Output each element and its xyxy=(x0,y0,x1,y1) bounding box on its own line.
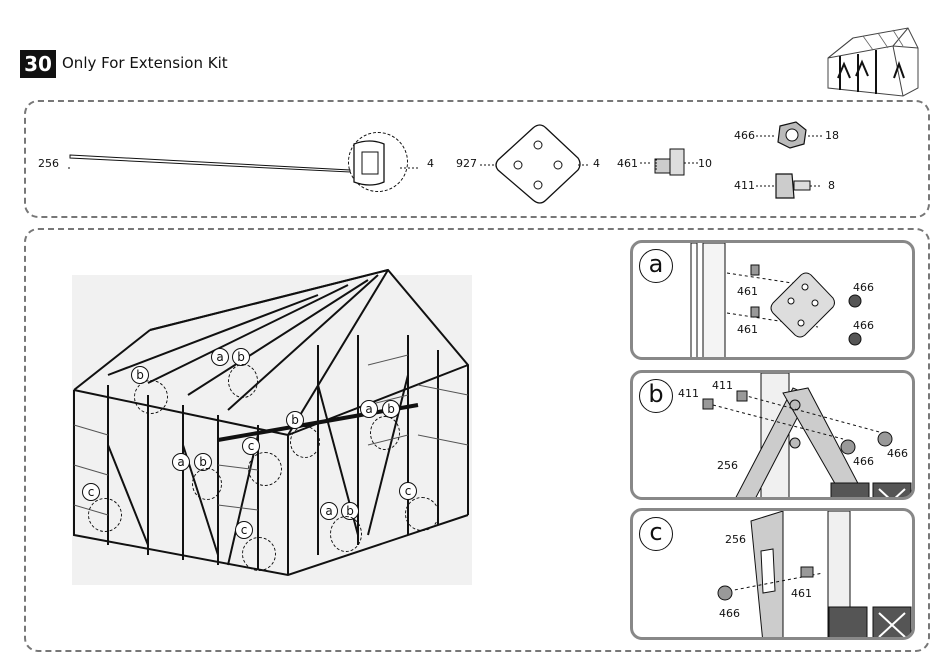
detail-b-label: 466 xyxy=(887,447,908,460)
detail-b-drawing xyxy=(633,373,915,500)
detail-b-label: 411 xyxy=(678,387,699,400)
detail-c-panel: c 256 461 466 xyxy=(630,508,915,640)
detail-b-label: 256 xyxy=(717,459,738,472)
callout-b-circle xyxy=(290,426,320,458)
callout-a: a xyxy=(320,502,338,520)
greenhouse-thumbnail-icon xyxy=(818,18,928,98)
detail-c-label: 256 xyxy=(725,533,746,546)
tbolt-qty: 10 xyxy=(698,157,712,170)
detail-c-label: 466 xyxy=(719,607,740,620)
plate-qty: 4 xyxy=(593,157,600,170)
detail-b-panel: b 411 411 256 466 466 xyxy=(630,370,915,500)
callout-a: a xyxy=(172,453,190,471)
bolt-part xyxy=(756,168,826,203)
detail-a-label: 461 xyxy=(737,323,758,336)
plate-part xyxy=(478,120,598,210)
callout-ab-circle xyxy=(330,516,362,552)
detail-a-label: 461 xyxy=(737,285,758,298)
detail-c-label: 461 xyxy=(791,587,812,600)
bolt-qty: 8 xyxy=(828,179,835,192)
step-title: Only For Extension Kit xyxy=(62,54,228,72)
detail-a-panel: a 461 461 466 466 xyxy=(630,240,915,360)
callout-ab-circle xyxy=(192,468,222,500)
callout-c-circle xyxy=(242,537,276,571)
step-number: 30 xyxy=(20,50,56,78)
detail-b-label: 466 xyxy=(853,455,874,468)
clip-qty: 4 xyxy=(427,157,434,170)
part-label-plate: 927 xyxy=(456,157,477,170)
detail-a-label: 466 xyxy=(853,319,874,332)
callout-b-circle xyxy=(134,380,168,414)
callout-c: c xyxy=(235,521,253,539)
part-label-nut: 466 xyxy=(734,129,755,142)
part-label-rod: 256 xyxy=(38,157,59,170)
detail-c-drawing xyxy=(633,511,915,640)
callout-c-circle xyxy=(405,497,439,531)
nut-qty: 18 xyxy=(825,129,839,142)
clip-part xyxy=(350,138,405,188)
detail-a-label: 466 xyxy=(853,281,874,294)
callout-a: a xyxy=(360,400,378,418)
tbolt-part xyxy=(640,145,700,185)
callout-a: a xyxy=(211,348,229,366)
callout-c: c xyxy=(242,437,260,455)
callout-ab-circle xyxy=(370,416,400,450)
part-label-bolt: 411 xyxy=(734,179,755,192)
callout-c: c xyxy=(399,482,417,500)
callout-ab-circle xyxy=(228,364,258,398)
nut-part xyxy=(756,118,826,153)
part-label-tbolt: 461 xyxy=(617,157,638,170)
rod-part xyxy=(60,150,360,175)
detail-a-drawing xyxy=(633,243,915,360)
callout-c-circle xyxy=(248,452,282,486)
callout-c-circle xyxy=(88,498,122,532)
callout-c: c xyxy=(82,483,100,501)
detail-b-label: 411 xyxy=(712,379,733,392)
